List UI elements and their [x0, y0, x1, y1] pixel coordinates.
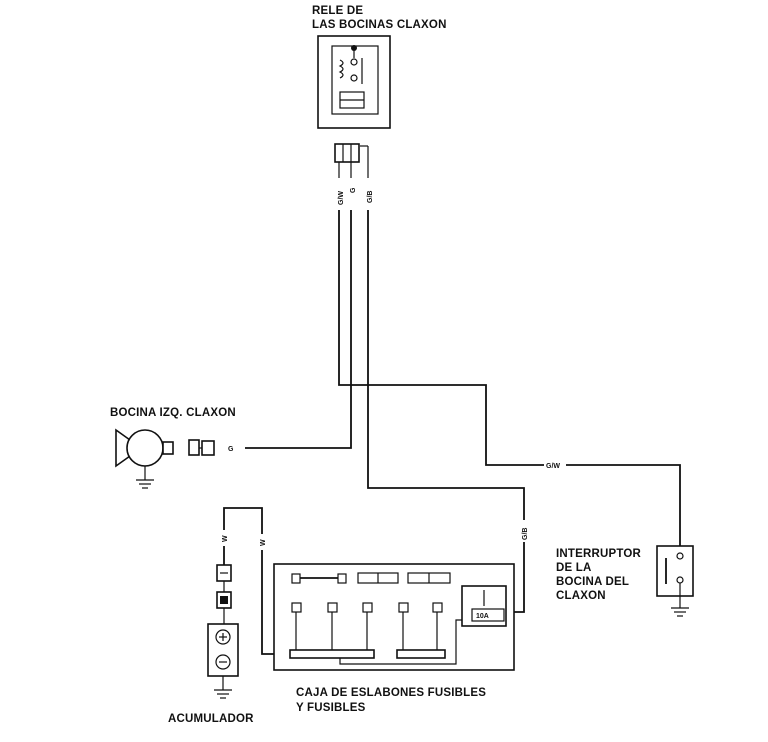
left-horn: BOCINA IZQ. CLAXON: [110, 407, 236, 489]
wire-label-gb-right: G/B: [522, 528, 529, 540]
switch-ground-icon: [671, 607, 689, 617]
battery-positive-icon: [215, 629, 231, 645]
wire-label-w-fusebox: W: [260, 539, 267, 546]
battery-ground-icon: [214, 689, 232, 699]
fuse-10a: [471, 608, 505, 622]
fusebox-label-line1: CAJA DE ESLABONES FUSIBLES: [296, 687, 486, 699]
horn-connector: [188, 439, 200, 456]
switch-label-line3: BOCINA DEL: [556, 576, 629, 588]
wire-gw-to-switch: [338, 210, 681, 548]
horn-ground-icon: [136, 479, 154, 489]
switch-housing: [656, 545, 694, 597]
fuse-terminals: [291, 602, 443, 650]
bus-bar-left: [289, 649, 375, 659]
horn-body-icon: [126, 429, 164, 467]
fusebox-label-line2: Y FUSIBLES: [296, 702, 366, 714]
wire-gb-to-fusebox: [367, 210, 525, 613]
wire-w-battery: [223, 507, 290, 655]
horn-relay: RELE DE LAS BOCINAS CLAXON: [312, 5, 447, 178]
relay-label-line1: RELE DE: [312, 5, 363, 17]
battery-housing: [207, 623, 239, 677]
relay-connector: [334, 143, 360, 163]
bus-bar-right: [396, 649, 446, 659]
battery-negative-icon: [215, 654, 231, 670]
relay-contact-icon: [350, 58, 358, 66]
relay-label-line2: LAS BOCINAS CLAXON: [312, 19, 447, 31]
horn-switch: INTERRUPTOR DE LA BOCINA DEL CLAXON: [556, 545, 694, 617]
wire-label-w-battery: W: [222, 535, 229, 542]
switch-label-line2: DE LA: [556, 562, 592, 574]
battery-label: ACUMULADOR: [168, 713, 254, 725]
switch-label-line4: CLAXON: [556, 590, 606, 602]
relay-coil-icon: [338, 59, 344, 79]
switch-label-line1: INTERRUPTOR: [556, 548, 642, 560]
wire-label-gw-switch: G/W: [546, 463, 560, 470]
wire-label-gb: G/B: [367, 191, 374, 203]
wire-label-gw: G/W: [338, 191, 345, 205]
wire-label-g-horn: G: [228, 446, 234, 453]
wire-g-to-horn: [245, 210, 352, 449]
fuse-box: 10A CAJA DE ESLABONES FUSIBLES Y FUSIBLE…: [273, 563, 515, 714]
wiring: G/W G G/B G G/W G/B W W: [219, 187, 681, 655]
battery: ACUMULADOR: [168, 564, 254, 725]
horn-label: BOCINA IZQ. CLAXON: [110, 407, 236, 419]
wire-label-g: G: [350, 187, 357, 193]
fuse-rating-label: 10A: [476, 613, 489, 620]
